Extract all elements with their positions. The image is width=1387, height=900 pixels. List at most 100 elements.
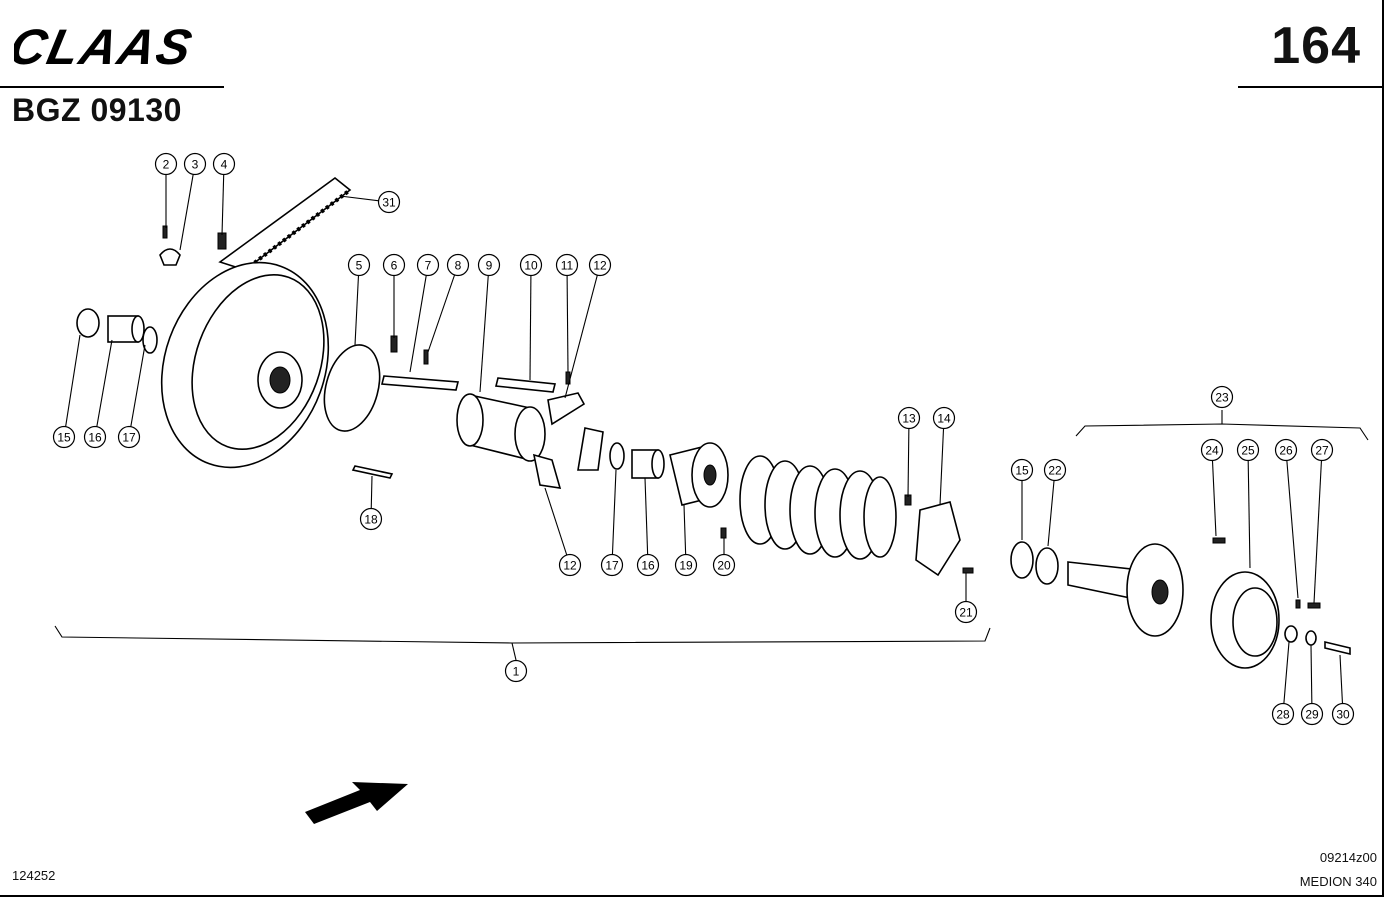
callout-label: 19 — [679, 559, 693, 573]
callout-21: 21 — [954, 573, 978, 624]
flange-shaft — [1067, 543, 1184, 637]
hub-19 — [669, 442, 729, 508]
callout-label: 15 — [57, 431, 71, 445]
key-10 — [495, 377, 556, 393]
callout-label: 22 — [1048, 464, 1062, 478]
drawing-code: 09214z00 — [1319, 850, 1377, 865]
bolt-27 — [1307, 602, 1321, 609]
shoe-12-top — [547, 392, 586, 426]
callout-25: 25 — [1236, 438, 1260, 569]
callout-label: 25 — [1241, 444, 1255, 458]
callout-1: 1 — [504, 659, 528, 683]
callout-3: 3 — [179, 152, 207, 251]
callout-label: 28 — [1276, 708, 1290, 722]
callout-label: 16 — [88, 431, 102, 445]
callout-label: 17 — [122, 431, 136, 445]
callout-15: 15 — [1010, 458, 1034, 540]
callout-6: 6 — [382, 253, 406, 338]
callout-label: 18 — [364, 513, 378, 527]
screw-20 — [720, 527, 727, 539]
claas-logo: CLAAS — [14, 20, 198, 72]
callout-22: 22 — [1043, 458, 1067, 547]
callout-17: 17 — [117, 344, 146, 449]
washer-22 — [1035, 547, 1059, 585]
callout-11: 11 — [555, 253, 579, 373]
callout-27: 27 — [1310, 438, 1334, 604]
callout-12: 12 — [544, 487, 582, 577]
callout-label: 26 — [1279, 444, 1293, 458]
callout-label: 13 — [902, 412, 916, 426]
callout-label: 24 — [1205, 444, 1219, 458]
washer-29 — [1305, 630, 1317, 646]
callout-label: 30 — [1336, 708, 1350, 722]
callout-label: 9 — [486, 259, 493, 273]
callout-label: 12 — [593, 259, 607, 273]
ring-17-mid — [609, 442, 625, 470]
snap-ring-5 — [323, 344, 381, 432]
callout-label: 1 — [513, 665, 520, 679]
callout-23: 23 — [1210, 385, 1234, 409]
callout-20: 20 — [712, 538, 736, 577]
callout-label: 8 — [455, 259, 462, 273]
callout-7: 7 — [409, 253, 440, 373]
washer-15-left — [76, 308, 100, 338]
callout-label: 17 — [605, 559, 619, 573]
sleeve-9 — [456, 393, 546, 462]
callout-8: 8 — [427, 253, 470, 353]
hub-25 — [1210, 571, 1280, 669]
callout-label: 12 — [563, 559, 577, 573]
callout-label: 15 — [1015, 464, 1029, 478]
washer-15-right — [1010, 541, 1034, 579]
callout-2: 2 — [154, 152, 178, 228]
washer-28 — [1284, 625, 1298, 643]
callout-18: 18 — [359, 475, 383, 531]
callout-31: 31 — [339, 190, 401, 214]
callout-9: 9 — [477, 253, 501, 393]
callout-label: 16 — [641, 559, 655, 573]
callout-13: 13 — [897, 406, 921, 498]
callout-4: 4 — [212, 152, 236, 236]
callout-19: 19 — [674, 504, 698, 577]
doc-code-title: BGZ 09130 — [12, 92, 182, 128]
bolt-21 — [962, 567, 974, 574]
callout-30: 30 — [1331, 654, 1355, 726]
callout-label: 3 — [192, 158, 199, 172]
callout-10: 10 — [519, 253, 543, 381]
pin-18 — [351, 465, 394, 479]
group-bracket-23 — [1075, 423, 1369, 441]
direction-arrow-icon — [305, 782, 408, 824]
callout-label: 6 — [391, 259, 398, 273]
group-bracket-1 — [54, 625, 991, 644]
callout-16: 16 — [83, 339, 113, 449]
callout-26: 26 — [1274, 438, 1299, 599]
screw-6 — [390, 335, 398, 353]
callout-17: 17 — [600, 469, 624, 577]
callout-label: 11 — [561, 259, 574, 273]
brand-logo-text: CLAAS — [14, 20, 198, 72]
callout-15: 15 — [52, 334, 81, 449]
grease-nipple-4 — [217, 232, 227, 250]
spring-stack — [739, 455, 897, 560]
header-rule-right — [1238, 86, 1384, 88]
machine-model: MEDION 340 — [1299, 874, 1377, 889]
callout-label: 2 — [163, 158, 170, 172]
pin-8 — [423, 349, 429, 365]
callout-5: 5 — [347, 253, 371, 346]
callout-label: 21 — [959, 606, 973, 620]
pin-26 — [1295, 599, 1301, 609]
callout-label: 14 — [937, 412, 951, 426]
ring-17-left — [142, 326, 158, 354]
bushing-16-mid — [631, 449, 665, 479]
callout-label: 31 — [382, 196, 396, 210]
header-rule-left — [0, 86, 224, 88]
bolt-30 — [1324, 640, 1351, 656]
callout-label: 27 — [1315, 444, 1329, 458]
callout-28: 28 — [1271, 641, 1295, 726]
callout-14: 14 — [932, 406, 956, 506]
callout-29: 29 — [1300, 644, 1324, 726]
plate-14 — [915, 501, 961, 577]
callout-label: 29 — [1305, 708, 1319, 722]
